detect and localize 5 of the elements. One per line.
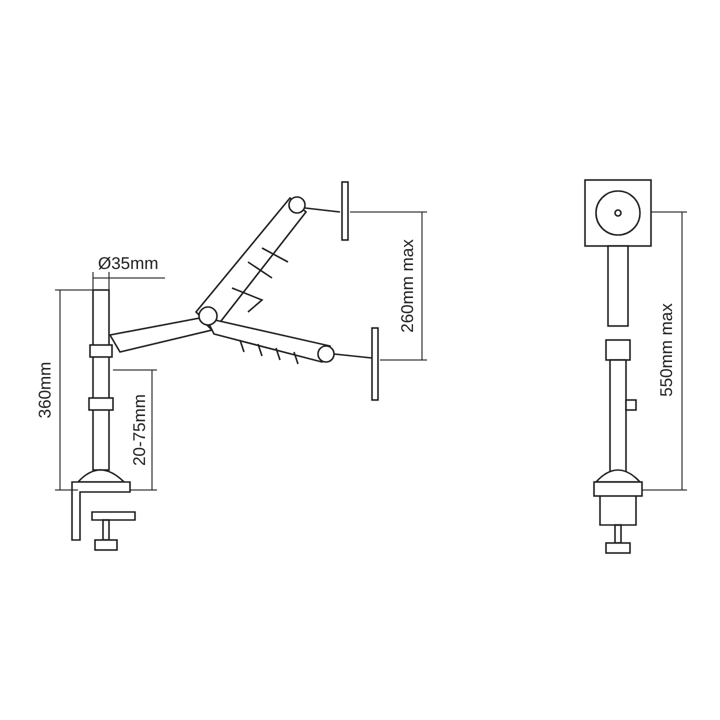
- dimension-label: 550mm max: [656, 303, 677, 397]
- dimension-label: 20-75mm: [130, 394, 150, 466]
- dimension-label: 260mm max: [398, 239, 418, 333]
- dimension-label: 360mm: [34, 362, 55, 418]
- dimension-label: Ø35mm: [98, 254, 158, 274]
